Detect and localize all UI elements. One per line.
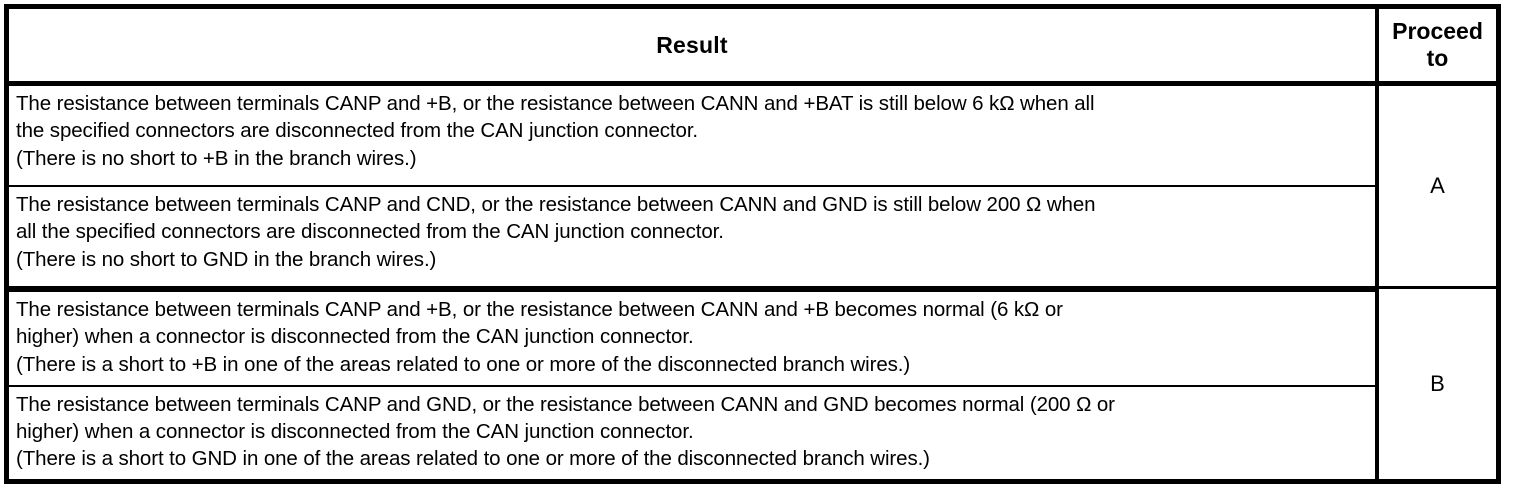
column-header-result: Result	[9, 9, 1379, 81]
result-line: (There is no short to GND in the branch …	[16, 247, 437, 271]
result-line: (There is a short to GND in one of the a…	[16, 447, 930, 470]
table-row: The resistance between terminals CANP an…	[9, 86, 1375, 185]
result-line: The resistance between terminals CANP an…	[16, 392, 1115, 416]
result-line: (There is no short to +B in the branch w…	[16, 146, 417, 170]
proceed-to-value-b: B	[1430, 371, 1445, 396]
result-group-b: The resistance between terminals CANP an…	[9, 286, 1375, 479]
table-row: The resistance between terminals CANP an…	[9, 289, 1375, 385]
result-line: higher) when a connector is disconnected…	[16, 419, 694, 443]
result-line: The resistance between terminals CANP an…	[16, 298, 1063, 321]
table-header-row: Result Proceed to	[9, 9, 1496, 86]
result-proceed-table: Result Proceed to The resistance between…	[4, 4, 1501, 484]
result-line: The resistance between terminals CANP an…	[16, 193, 1096, 216]
table-row: The resistance between terminals CANP an…	[9, 185, 1375, 286]
table-body: The resistance between terminals CANP an…	[9, 86, 1496, 479]
proceed-to-group-a: A	[1379, 86, 1496, 286]
column-header-proceed-to-line1: Proceed	[1392, 17, 1483, 44]
result-line: all the specified connectors are disconn…	[16, 220, 724, 244]
result-line: (There is a short to +B in one of the ar…	[16, 352, 911, 376]
result-line: The resistance between terminals CANP an…	[16, 92, 1095, 115]
result-line: higher) when a connector is disconnected…	[16, 325, 694, 349]
result-group-a: The resistance between terminals CANP an…	[9, 86, 1375, 286]
column-header-proceed-to-line2: to	[1426, 45, 1449, 71]
proceed-to-group-b: B	[1379, 286, 1496, 479]
result-column: The resistance between terminals CANP an…	[9, 86, 1379, 479]
column-header-proceed-to: Proceed to	[1379, 9, 1496, 81]
proceed-to-value-a: A	[1430, 173, 1445, 198]
proceed-to-column: A B	[1379, 86, 1496, 479]
table-row: The resistance between terminals CANP an…	[9, 384, 1375, 480]
result-line: the specified connectors are disconnecte…	[16, 119, 699, 143]
